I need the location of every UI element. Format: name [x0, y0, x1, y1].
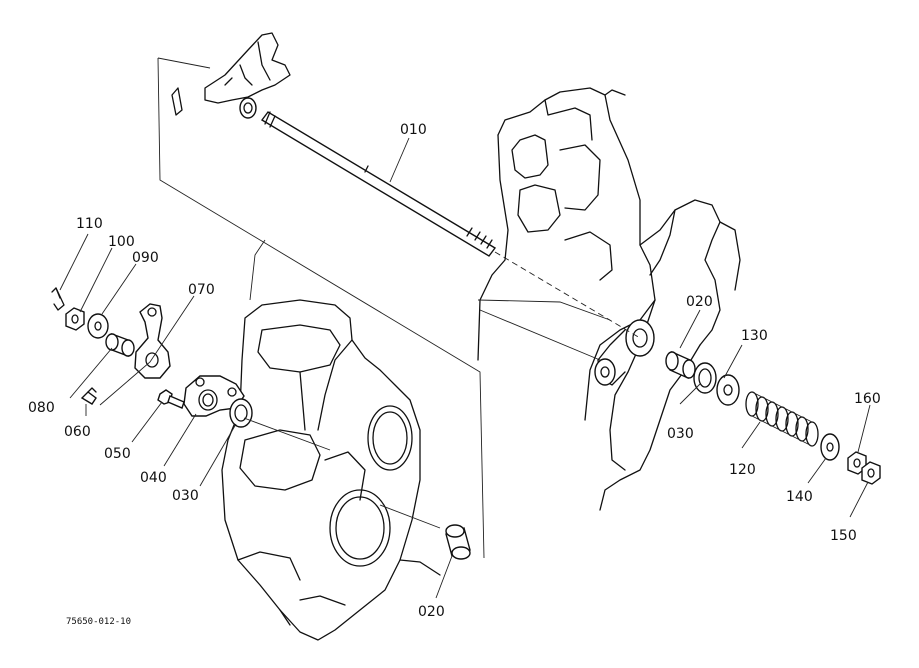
shift-fork [171, 32, 291, 119]
grease-nipple-060 [80, 387, 97, 405]
housing-bore-boss [594, 319, 655, 386]
label-150: 150 [830, 528, 857, 544]
label-040: 040 [140, 470, 167, 486]
nut-100 [65, 307, 85, 331]
bushing-020-right [665, 350, 696, 380]
label-070: 070 [188, 282, 215, 298]
oil-seal-030-right [693, 362, 717, 394]
cotter-pin-110 [51, 287, 65, 311]
figure-code: 75650-012-10 [66, 617, 131, 627]
label-160: 160 [854, 391, 881, 407]
label-030-right: 030 [667, 426, 694, 442]
nut-150 [861, 461, 881, 485]
gear-case-lower [221, 299, 441, 641]
label-030-left: 030 [172, 488, 199, 504]
parts-left-stack [51, 287, 441, 529]
oil-seal-030-left [229, 398, 253, 428]
label-140: 140 [786, 489, 813, 505]
label-020-right: 020 [686, 294, 713, 310]
leader-frame [157, 57, 485, 559]
part-labels: 010 020 130 030 120 160 140 150 110 100 … [28, 122, 881, 620]
label-060: 060 [64, 424, 91, 440]
label-010: 010 [400, 122, 427, 138]
label-100: 100 [108, 234, 135, 250]
shift-shaft [260, 111, 641, 339]
collar-080 [105, 332, 135, 358]
label-110: 110 [76, 216, 103, 232]
label-120: 120 [729, 462, 756, 478]
washer-090 [87, 313, 109, 339]
lever-070 [134, 303, 171, 379]
washer-140 [820, 433, 840, 461]
washer-130 [716, 374, 740, 406]
label-080: 080 [28, 400, 55, 416]
label-090: 090 [132, 250, 159, 266]
bolt-050 [157, 389, 185, 409]
label-050: 050 [104, 446, 131, 462]
label-130: 130 [741, 328, 768, 344]
spring-120 [745, 391, 819, 447]
label-020-lower: 020 [418, 604, 445, 620]
bushing-020-lower [445, 524, 471, 560]
label-leaders [59, 137, 871, 599]
parts-right-stack [665, 350, 881, 485]
